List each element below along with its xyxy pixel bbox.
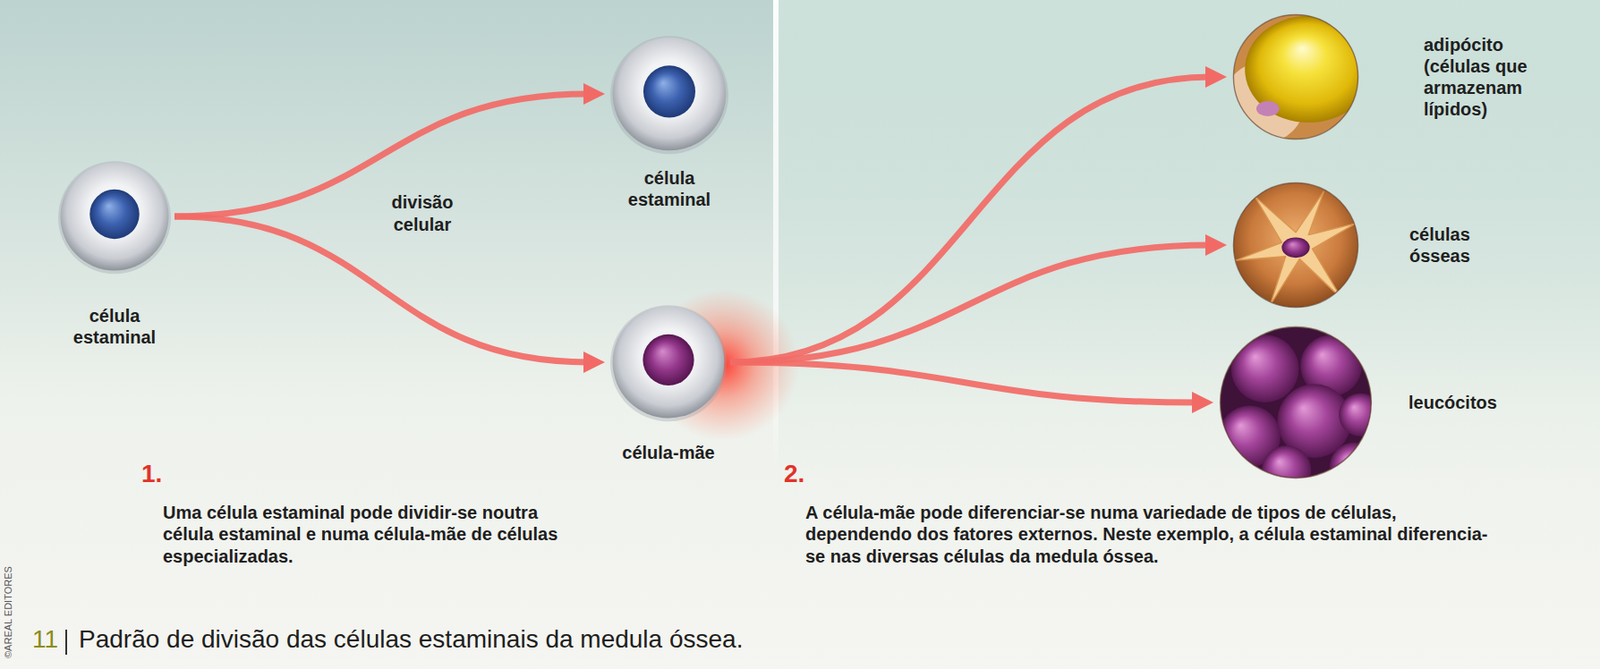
cell-label-box: célula-mãe <box>596 442 741 464</box>
cell-label-box: leucócitos <box>1408 391 1543 414</box>
description-text: A célula-mãe pode diferenciar-se numa va… <box>805 502 1504 568</box>
cell-drawing <box>610 35 729 154</box>
cell-label-box: célula estaminal <box>65 305 164 349</box>
callout-number: 1. <box>141 460 162 489</box>
cell-node: adipócito(células que armazenam lípidos) <box>1232 13 1360 141</box>
process-label: divisão celular <box>372 191 473 237</box>
cell-shadow <box>610 35 729 154</box>
fat-droplet <box>1244 16 1372 123</box>
cell-label-box: adipócito(células que armazenam lípidos) <box>1423 34 1581 120</box>
figure-number: 11 <box>32 624 59 656</box>
cell-illustration <box>610 34 729 154</box>
cell-membrane <box>612 37 727 152</box>
cell-nucleus <box>1256 101 1280 117</box>
cell-node: célula estaminal <box>610 34 729 154</box>
cell-node: células ósseas <box>1232 181 1360 309</box>
leukocyte <box>1261 445 1311 495</box>
cell-label-box: células ósseas <box>1409 223 1508 267</box>
division-arrow <box>730 76 1211 363</box>
cell-nucleus <box>642 334 694 386</box>
cell-shadow <box>610 305 727 422</box>
copyright-note: ©AREAL EDITORES <box>2 566 14 659</box>
figure-caption: Padrão de divisão das células estaminais… <box>78 624 743 656</box>
callout-number: 2. <box>783 460 805 489</box>
cell-nucleus <box>1281 237 1310 258</box>
cell-background <box>1232 181 1360 309</box>
cell-label: célula-mãe <box>596 442 741 464</box>
cell-shadow <box>58 161 171 274</box>
division-arrow <box>174 93 589 217</box>
cell-label: célula estaminal <box>620 167 719 211</box>
cell-illustration <box>58 160 171 273</box>
cell-node: leucócitos <box>1218 325 1373 480</box>
cell-label: adipócito <box>1423 34 1581 56</box>
cell-illustration <box>610 304 727 421</box>
cell-illustration <box>1232 13 1360 141</box>
leukocyte <box>1231 334 1300 403</box>
cell-nucleus <box>89 189 139 239</box>
cell-node: célula estaminal <box>58 160 171 273</box>
cell-drawing <box>58 161 171 274</box>
cell-label: células ósseas <box>1409 223 1508 267</box>
cell-illustration <box>1218 325 1373 480</box>
cell-label: leucócitos <box>1408 391 1543 414</box>
cell-drawing <box>1218 325 1382 495</box>
cell-membrane <box>612 306 725 419</box>
cell-label: célula estaminal <box>65 305 164 349</box>
cell-label: (células que armazenam lípidos) <box>1423 55 1581 120</box>
cell-drawing <box>1223 13 1372 144</box>
cell-drawing <box>610 305 727 422</box>
cell-node: célula-mãe <box>610 304 727 421</box>
cell-outline <box>1233 14 1358 139</box>
division-arrow <box>730 245 1211 363</box>
bone-cell-body <box>1235 191 1355 305</box>
division-arrow <box>730 362 1198 403</box>
cell-illustration <box>1232 181 1360 309</box>
cell-nucleus <box>643 65 696 118</box>
cell-outline <box>1233 182 1358 307</box>
division-arrow <box>174 216 589 363</box>
cell-drawing <box>1232 181 1360 309</box>
cell-label-box: célula estaminal <box>620 167 719 211</box>
caption-separator <box>65 629 68 656</box>
cell-outline <box>1220 327 1372 479</box>
panel-fill <box>778 0 1600 484</box>
description-text: Uma célula estaminal pode dividir-se nou… <box>162 502 593 568</box>
leukocyte <box>1338 393 1382 437</box>
cell-membrane <box>60 162 170 272</box>
